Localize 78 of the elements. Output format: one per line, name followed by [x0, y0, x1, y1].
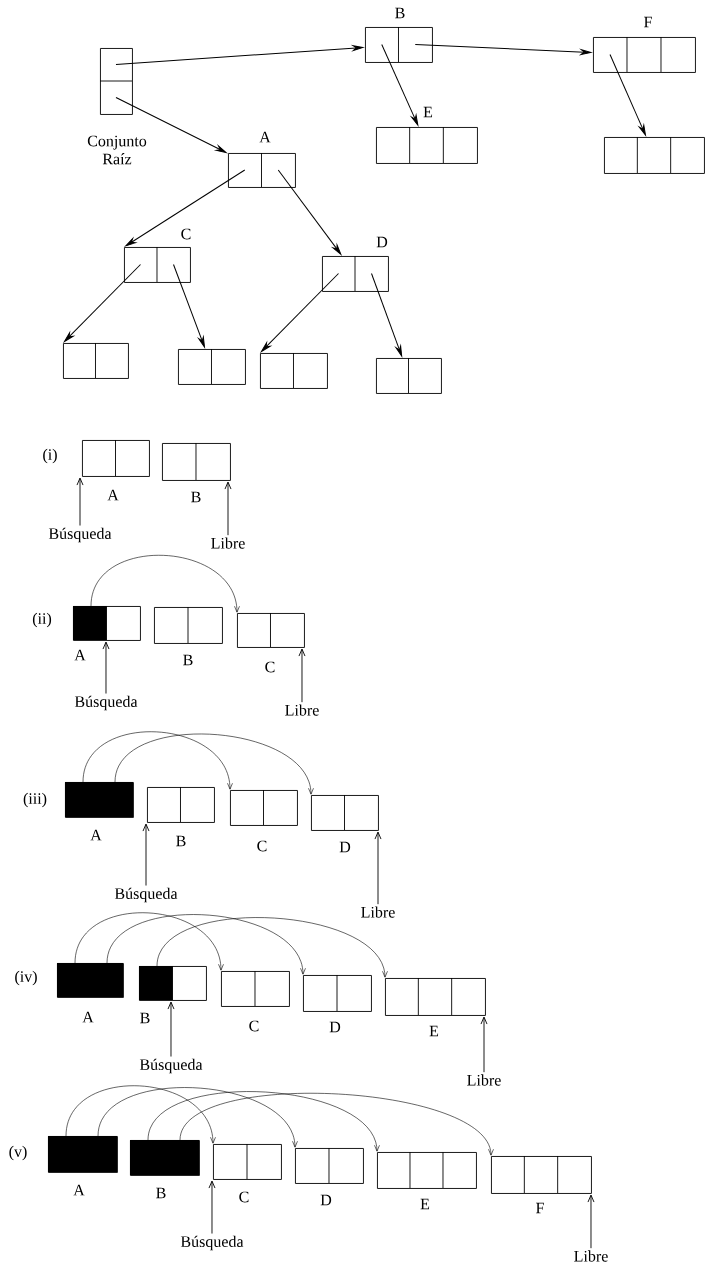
block-label: B — [191, 491, 201, 503]
block-label: B — [183, 654, 193, 666]
block-label: D — [376, 236, 388, 248]
block-label: B — [140, 1012, 150, 1024]
memory-block — [260, 352, 328, 389]
stage-label: (v) — [9, 1145, 27, 1161]
pointer-label: Búsqueda — [139, 1058, 203, 1074]
arrow — [609, 54, 646, 136]
block-label: A — [74, 649, 86, 661]
stage-label: (iii) — [23, 792, 47, 808]
pointer-label: Búsqueda — [180, 1235, 244, 1251]
arrow — [76, 477, 84, 526]
block-label: C — [257, 840, 267, 852]
block-label: E — [423, 106, 433, 118]
arrow — [298, 648, 306, 703]
stage-label: (iv) — [15, 970, 37, 986]
arrow — [374, 831, 382, 905]
arrow — [179, 1093, 494, 1156]
arrow — [147, 1091, 380, 1152]
stage-label: (ii) — [32, 612, 52, 628]
block-label: B — [156, 1187, 166, 1199]
pointer-label: Libre — [467, 1074, 501, 1086]
block-label: E — [420, 1198, 430, 1210]
block-label: B — [176, 835, 186, 847]
block-label: F — [644, 16, 652, 28]
pointer-label: Libre — [211, 537, 245, 549]
arrow — [63, 264, 141, 343]
arrow — [106, 914, 306, 975]
arrow — [90, 555, 240, 613]
arrow — [173, 264, 205, 348]
arrow — [381, 44, 419, 126]
pointer-label: Búsqueda — [48, 527, 112, 543]
block-label: A — [107, 489, 119, 501]
block-label: C — [265, 661, 275, 673]
arrow — [167, 1001, 175, 1057]
pointer-label: Búsqueda — [74, 695, 138, 711]
arrow — [142, 823, 150, 886]
block-label: Conjunto Raíz — [87, 135, 147, 165]
arrow — [125, 169, 246, 247]
memory-block — [178, 348, 246, 385]
arrow — [114, 734, 314, 795]
arrow — [414, 44, 592, 56]
arrow — [74, 912, 224, 971]
memory-block — [63, 342, 129, 379]
arrow — [587, 1194, 595, 1249]
arrow — [102, 641, 110, 694]
stage-label: (i) — [43, 448, 57, 464]
memory-block — [604, 136, 705, 174]
block-label: B — [395, 7, 405, 19]
block-label: F — [536, 1202, 544, 1214]
block-label: C — [239, 1191, 249, 1203]
arrow — [156, 917, 388, 978]
arrow — [371, 273, 403, 357]
block-label: A — [82, 1011, 94, 1023]
arrow — [277, 169, 342, 255]
block-label: E — [429, 1025, 439, 1037]
arrow — [97, 1087, 298, 1148]
block-label: A — [73, 1184, 85, 1196]
block-label: D — [329, 1021, 341, 1033]
block-label: A — [90, 829, 102, 841]
arrow — [115, 97, 227, 154]
pointer-label: Libre — [574, 1250, 608, 1262]
block-label: A — [259, 131, 271, 143]
block-label: C — [181, 228, 191, 240]
pointer-label: Libre — [285, 704, 319, 716]
block-label: C — [249, 1020, 259, 1032]
block-label: D — [339, 841, 351, 853]
arrow — [224, 481, 232, 536]
arrow — [115, 45, 364, 65]
memory-block — [376, 357, 442, 394]
arrow — [82, 731, 233, 790]
block-label: D — [320, 1194, 332, 1206]
arrow — [65, 1085, 216, 1144]
pointer-label: Búsqueda — [114, 887, 178, 903]
pointer-label: Libre — [361, 906, 395, 918]
arrow — [208, 1180, 216, 1234]
arrow — [480, 1016, 488, 1073]
arrow — [260, 273, 339, 353]
